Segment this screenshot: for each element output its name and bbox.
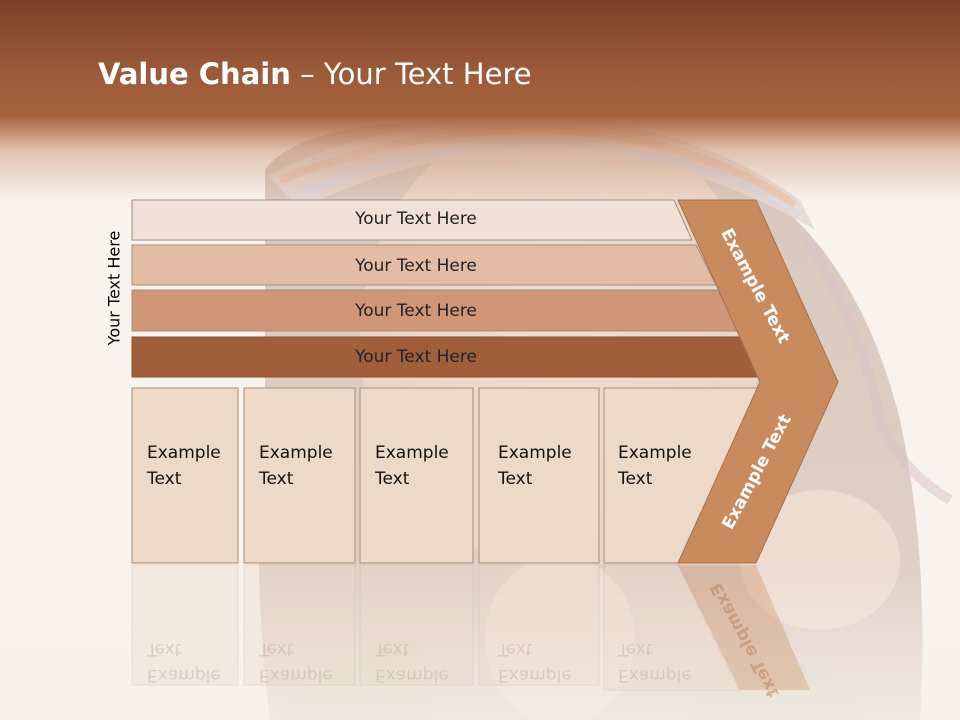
cell-1-reflection: Example Text	[147, 639, 221, 685]
title-rest: – Your Text Here	[290, 57, 532, 91]
cell-3-reflection: Example Text	[375, 639, 449, 685]
cell-2	[243, 387, 356, 564]
cell-4	[478, 387, 600, 564]
cell-5-text: Example Text	[618, 443, 692, 489]
bar-1	[131, 199, 693, 241]
cell-2-text: Example Text	[259, 443, 333, 489]
cell-1	[131, 387, 239, 564]
cell-3-text: Example Text	[375, 443, 449, 489]
cell-5-reflection: Example Text	[618, 639, 692, 685]
reflection	[131, 564, 810, 691]
cell-4-reflection: Example Text	[498, 639, 572, 685]
cell-4-text: Example Text	[498, 443, 572, 489]
bar-2-label: Your Text Here	[355, 256, 477, 276]
bar-1-label: Your Text Here	[355, 209, 477, 229]
slide-title: Value Chain – Your Text Here	[98, 52, 532, 96]
chevron-arrow	[677, 199, 839, 564]
cell-3	[359, 387, 474, 564]
title-bold: Value Chain	[98, 57, 291, 91]
bar-4-label: Your Text Here	[355, 347, 477, 367]
header-band	[0, 0, 960, 200]
cell-2-reflection: Example Text	[259, 639, 333, 685]
cell-1-text: Example Text	[147, 443, 221, 489]
bar-3-label: Your Text Here	[355, 301, 477, 321]
